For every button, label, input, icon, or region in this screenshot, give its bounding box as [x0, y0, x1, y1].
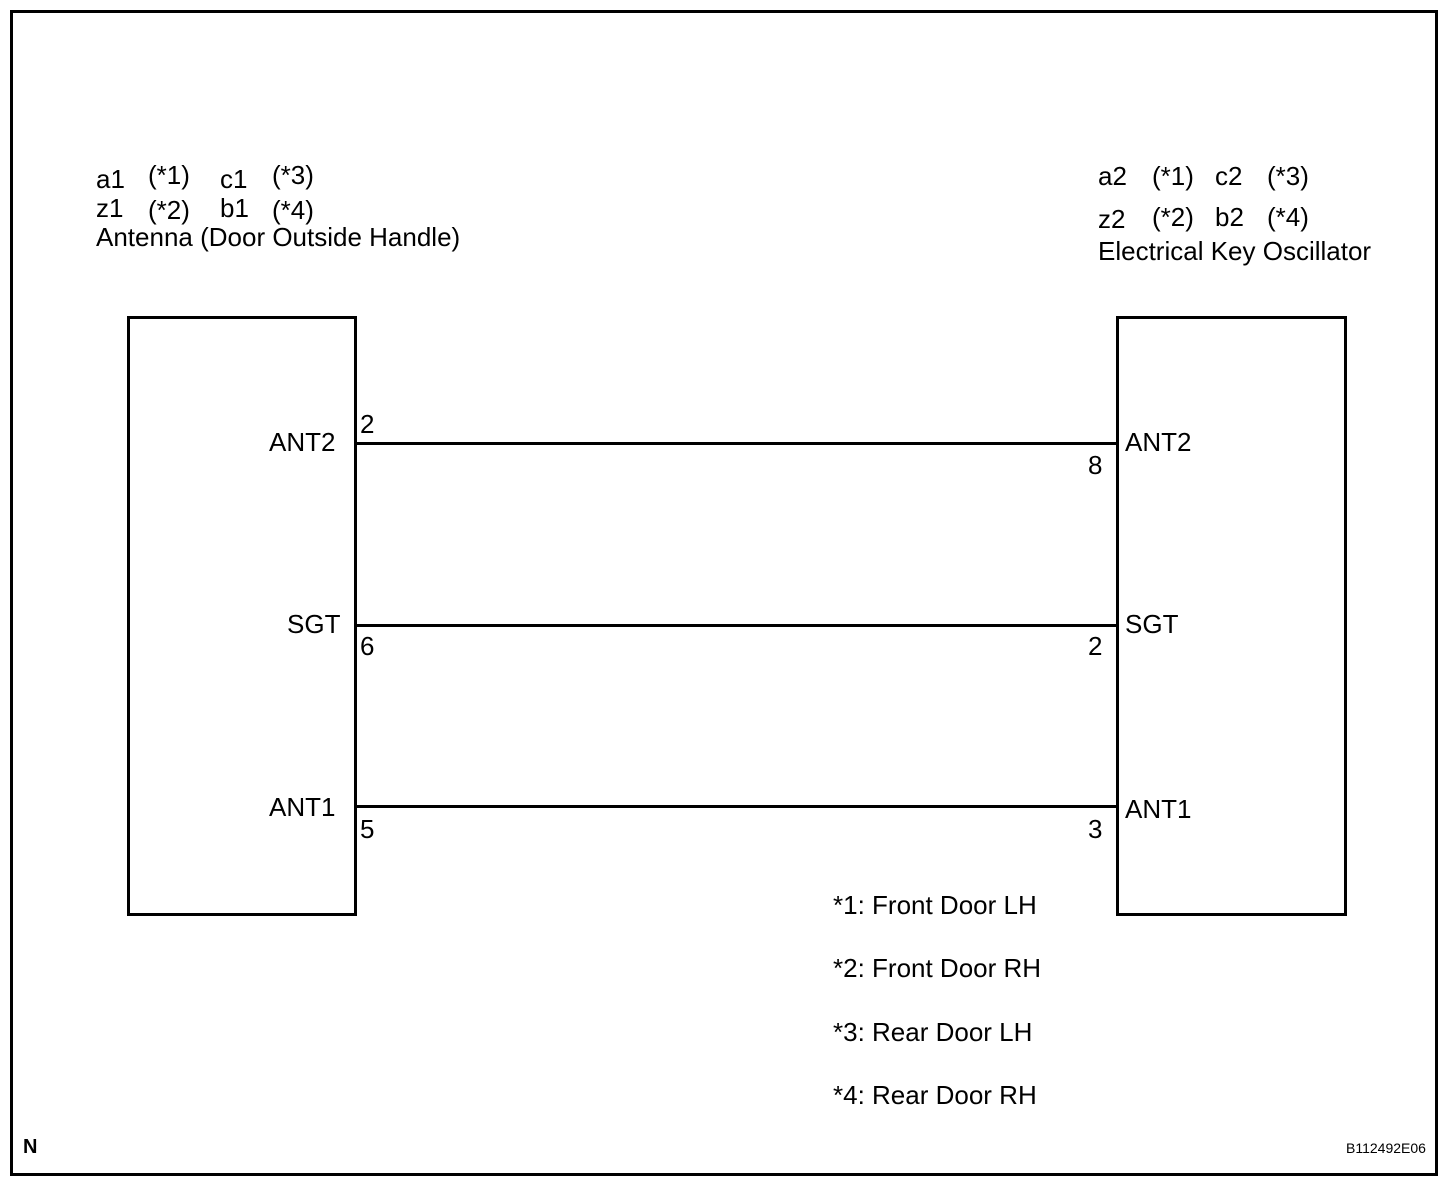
right-pin-number-ant2: 8 — [1088, 450, 1103, 480]
right-code-z2: z2 — [1098, 204, 1126, 234]
right-code-note-4: (*4) — [1267, 202, 1309, 232]
left-pin-number-ant2: 2 — [360, 409, 375, 439]
wire-sgt — [356, 624, 1118, 627]
wire-ant1 — [356, 805, 1118, 808]
right-component-name: Electrical Key Oscillator — [1098, 236, 1372, 266]
note-front-door-lh: *1: Front Door LH — [833, 890, 1037, 920]
left-code-b1: b1 — [220, 193, 249, 223]
figure-id: B112492E06 — [1346, 1140, 1426, 1156]
note-rear-door-rh: *4: Rear Door RH — [833, 1080, 1037, 1110]
oscillator-connector-box — [1116, 316, 1347, 916]
left-pin-label-sgt: SGT — [287, 609, 341, 639]
left-pin-label-ant1: ANT1 — [269, 792, 336, 822]
left-code-z1: z1 — [96, 193, 124, 223]
note-rear-door-lh: *3: Rear Door LH — [833, 1017, 1033, 1047]
left-code-note-1: (*1) — [148, 160, 190, 190]
left-code-c1: c1 — [220, 164, 248, 194]
right-code-c2: c2 — [1215, 161, 1243, 191]
left-code-note-4: (*4) — [272, 195, 314, 225]
right-code-note-1: (*1) — [1152, 161, 1194, 191]
left-code-note-3: (*3) — [272, 160, 314, 190]
right-code-note-2: (*2) — [1152, 202, 1194, 232]
left-component-name: Antenna (Door Outside Handle) — [96, 222, 461, 252]
left-code-a1: a1 — [96, 164, 125, 194]
wire-ant2 — [356, 442, 1118, 445]
right-pin-label-sgt: SGT — [1125, 609, 1179, 639]
left-pin-label-ant2: ANT2 — [269, 427, 336, 457]
right-pin-number-sgt: 2 — [1088, 631, 1103, 661]
left-code-note-2: (*2) — [148, 195, 190, 225]
left-pin-number-ant1: 5 — [360, 814, 375, 844]
note-front-door-rh: *2: Front Door RH — [833, 953, 1042, 983]
left-pin-number-sgt: 6 — [360, 631, 375, 661]
right-code-a2: a2 — [1098, 161, 1127, 191]
right-code-note-3: (*3) — [1267, 161, 1309, 191]
right-pin-label-ant2: ANT2 — [1125, 427, 1192, 457]
corner-mark: N — [23, 1136, 38, 1158]
right-code-b2: b2 — [1215, 202, 1244, 232]
right-pin-number-ant1: 3 — [1088, 814, 1103, 844]
diagram-frame — [10, 10, 1438, 1176]
antenna-connector-box — [127, 316, 357, 916]
right-pin-label-ant1: ANT1 — [1125, 794, 1192, 824]
